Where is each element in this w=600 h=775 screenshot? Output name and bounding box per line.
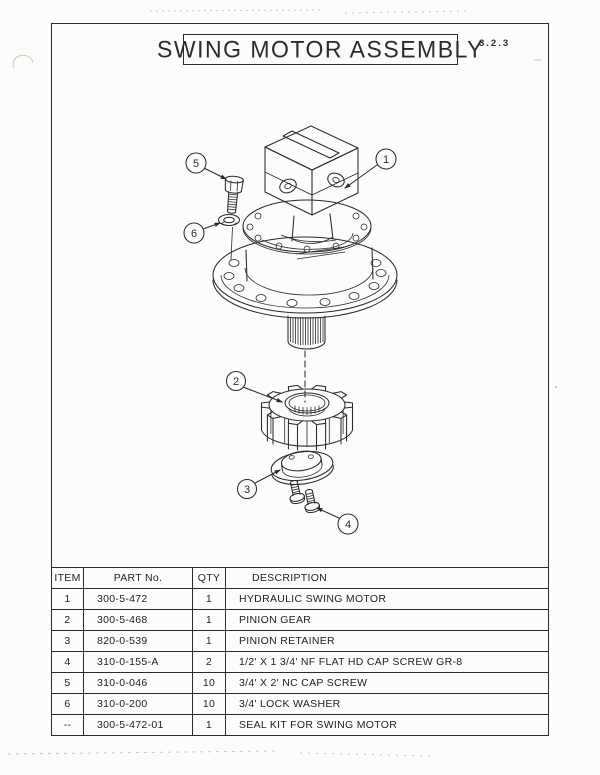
callout-6-label: 6 — [191, 228, 197, 240]
callout-4: 4 — [316, 507, 359, 535]
splined-shaft — [287, 315, 326, 350]
drawing-title: SWING MOTOR ASSEMBLY — [157, 35, 484, 63]
cell-qty: 10 — [192, 672, 226, 694]
callout-6: 6 — [183, 222, 221, 244]
cell-qty: 1 — [192, 630, 226, 652]
callout-5: 5 — [185, 152, 227, 180]
table-row: -- 300-5-472-01 1 SEAL KIT FOR SWING MOT… — [51, 714, 549, 736]
page-ref-number: 3.2.3 — [479, 38, 511, 49]
callout-2: 2 — [225, 370, 283, 403]
cell-item: 3 — [51, 630, 84, 652]
cell-item: 6 — [51, 693, 84, 715]
callout-4-label: 4 — [345, 519, 351, 531]
cell-description: 3/4' X 2' NC CAP SCREW — [225, 672, 549, 694]
cell-item: 1 — [51, 588, 84, 610]
flat-head-cap-screws-item4 — [289, 479, 321, 514]
parts-table: ITEM PART No. QTY DESCRIPTION 1 300-5-47… — [51, 567, 549, 736]
cell-qty: 1 — [192, 588, 226, 610]
title-box: SWING MOTOR ASSEMBLY — [157, 34, 482, 65]
cell-part-no: 300-5-468 — [83, 609, 193, 631]
cell-item: -- — [51, 714, 84, 736]
callout-5-label: 5 — [193, 158, 199, 170]
cell-item: 5 — [51, 672, 84, 694]
callout-1-label: 1 — [383, 154, 389, 166]
cell-part-no: 300-5-472 — [83, 588, 193, 610]
cell-qty: 2 — [192, 651, 226, 673]
pinion-retainer — [270, 450, 334, 485]
cell-item: 4 — [51, 651, 84, 673]
cell-qty: 1 — [192, 714, 226, 736]
cell-qty: 1 — [192, 609, 226, 631]
table-row: 1 300-5-472 1 HYDRAULIC SWING MOTOR — [51, 588, 549, 610]
cell-description: 3/4' LOCK WASHER — [225, 693, 549, 715]
table-row: 2 300-5-468 1 PINION GEAR — [51, 609, 549, 631]
table-row: 5 310-0-046 10 3/4' X 2' NC CAP SCREW — [51, 672, 549, 694]
header-part-no: PART No. — [83, 567, 193, 589]
cell-part-no: 820-0-539 — [83, 630, 193, 652]
header-description: DESCRIPTION — [225, 567, 549, 589]
cell-description: PINION RETAINER — [225, 630, 549, 652]
flange-bolt-holes — [223, 259, 387, 307]
cell-qty: 10 — [192, 693, 226, 715]
table-row: 3 820-0-539 1 PINION RETAINER — [51, 630, 549, 652]
valve-block — [264, 125, 359, 216]
pinion-gear — [260, 384, 354, 451]
cell-part-no: 310-0-200 — [83, 693, 193, 715]
swing-motor-body — [212, 125, 398, 350]
cell-description: SEAL KIT FOR SWING MOTOR — [225, 714, 549, 736]
lock-washer-item6 — [217, 213, 241, 227]
cell-description: HYDRAULIC SWING MOTOR — [225, 588, 549, 610]
table-row: 6 310-0-200 10 3/4' LOCK WASHER — [51, 693, 549, 715]
table-row: 4 310-0-155-A 2 1/2' X 1 3/4' NF FLAT HD… — [51, 651, 549, 673]
cell-part-no: 300-5-472-01 — [83, 714, 193, 736]
cell-description: PINION GEAR — [225, 609, 549, 631]
cell-part-no: 310-0-046 — [83, 672, 193, 694]
callout-2-label: 2 — [233, 376, 239, 388]
screw-projection-line — [230, 226, 233, 261]
cap-bolts — [246, 212, 368, 253]
callout-3: 3 — [236, 469, 281, 500]
cell-item: 2 — [51, 609, 84, 631]
cell-description: 1/2' X 1 3/4' NF FLAT HD CAP SCREW GR-8 — [225, 651, 549, 673]
callout-3-label: 3 — [244, 484, 250, 496]
scan-artifacts — [7, 9, 558, 757]
cell-part-no: 310-0-155-A — [83, 651, 193, 673]
table-header-row: ITEM PART No. QTY DESCRIPTION — [51, 567, 549, 589]
callout-1: 1 — [344, 148, 397, 189]
header-item: ITEM — [51, 567, 84, 589]
header-qty: QTY — [192, 567, 226, 589]
cap-screw-item5 — [224, 175, 244, 214]
